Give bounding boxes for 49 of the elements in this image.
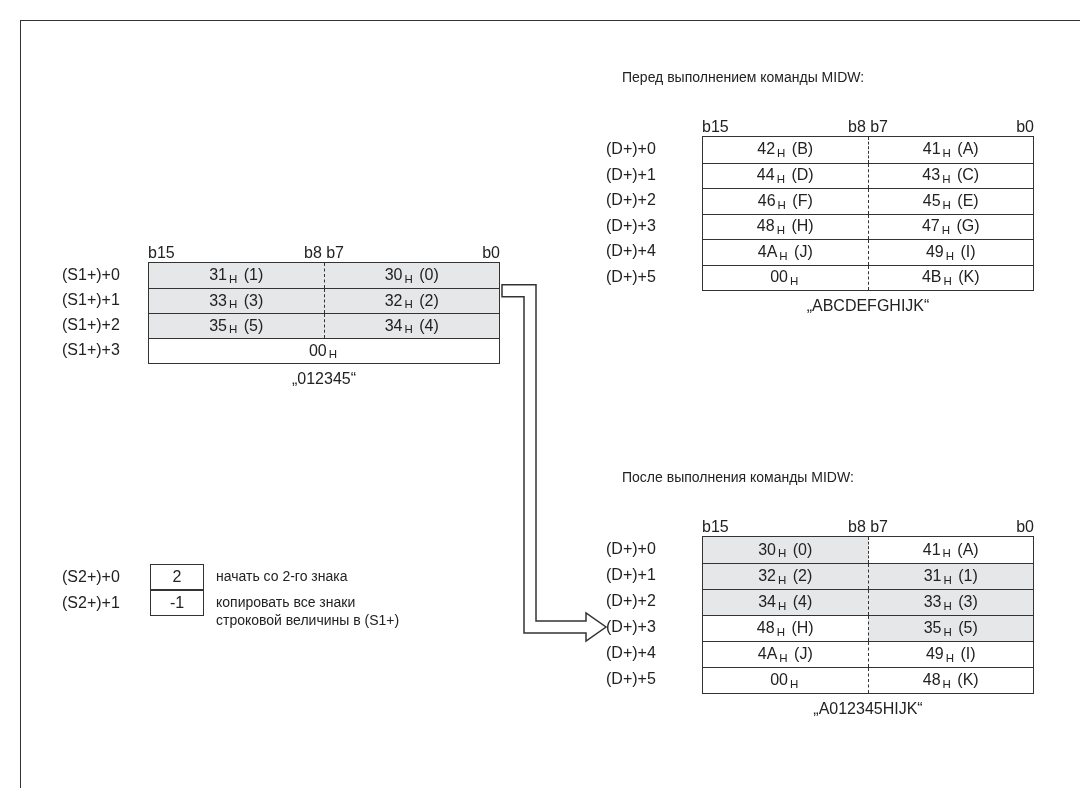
row-address: (D+)+0	[606, 139, 657, 159]
row-address: (S2+)+0	[62, 567, 121, 587]
bit-label: b0	[482, 244, 500, 262]
note-text: начать со 2-го знака	[216, 567, 349, 585]
byte-cell: 30$_{H}$ (0)	[323, 263, 499, 288]
bit-label: b8 b7	[848, 518, 888, 536]
byte-cell: 32$_{H}$ (2)	[323, 289, 499, 313]
hollow-arrow	[501, 284, 608, 643]
row-address: (S1+)+0	[62, 265, 121, 285]
string-caption: „012345“	[290, 370, 357, 388]
byte-cell: 33$_{H}$ (3)	[149, 289, 324, 313]
value-box: 2	[150, 564, 204, 590]
value-box: -1	[150, 590, 204, 616]
byte-cell: 34$_{H}$ (4)	[703, 590, 868, 615]
bit-label: b15	[702, 518, 729, 536]
row-address: (D+)+3	[606, 215, 657, 236]
string-caption: „A012345HIJK“	[812, 700, 924, 718]
heading-note: Перед выполнением команды MIDW:	[622, 69, 865, 85]
row-address: (D+)+4	[606, 643, 657, 663]
heading-note: После выполнения команды MIDW:	[622, 469, 854, 485]
row-address: (D+)+1	[606, 565, 657, 585]
row-address: (D+)+2	[606, 190, 657, 210]
row-address: (D+)+0	[606, 539, 657, 559]
bit-label: b15	[148, 244, 175, 262]
bit-label: b15	[702, 118, 729, 136]
byte-cell: 32$_{H}$ (2)	[703, 564, 868, 589]
row-address: (D+)+1	[606, 164, 657, 185]
row-address: (D+)+4	[606, 241, 657, 261]
byte-cell: 35$_{H}$ (5)	[867, 616, 1033, 641]
row-address: (S1+)+2	[62, 315, 121, 335]
row-address: (S1+)+3	[62, 340, 121, 360]
bit-label: b8 b7	[304, 244, 344, 262]
bit-label: b0	[1016, 118, 1034, 136]
byte-cell: 33$_{H}$ (3)	[867, 590, 1033, 615]
row-address: (S1+)+1	[62, 290, 121, 310]
byte-cell: 35$_{H}$ (5)	[149, 314, 324, 338]
row-address: (D+)+5	[606, 669, 657, 689]
row-address: (D+)+5	[606, 266, 657, 287]
row-address: (S2+)+1	[62, 593, 121, 613]
row-address: (D+)+3	[606, 617, 657, 637]
note-text: копировать все знаки строковой величины в (S1+)	[216, 593, 401, 629]
bit-label: b0	[1016, 518, 1034, 536]
byte-cell: 34$_{H}$ (4)	[323, 314, 499, 338]
byte-cell: 31$_{H}$ (1)	[149, 263, 324, 288]
string-caption: „ABCDEFGHIJK“	[805, 297, 931, 315]
byte-cell: 30$_{H}$ (0)	[703, 537, 868, 563]
bit-label: b8 b7	[848, 118, 888, 136]
row-address: (D+)+2	[606, 591, 657, 611]
byte-cell: 31$_{H}$ (1)	[867, 564, 1033, 589]
